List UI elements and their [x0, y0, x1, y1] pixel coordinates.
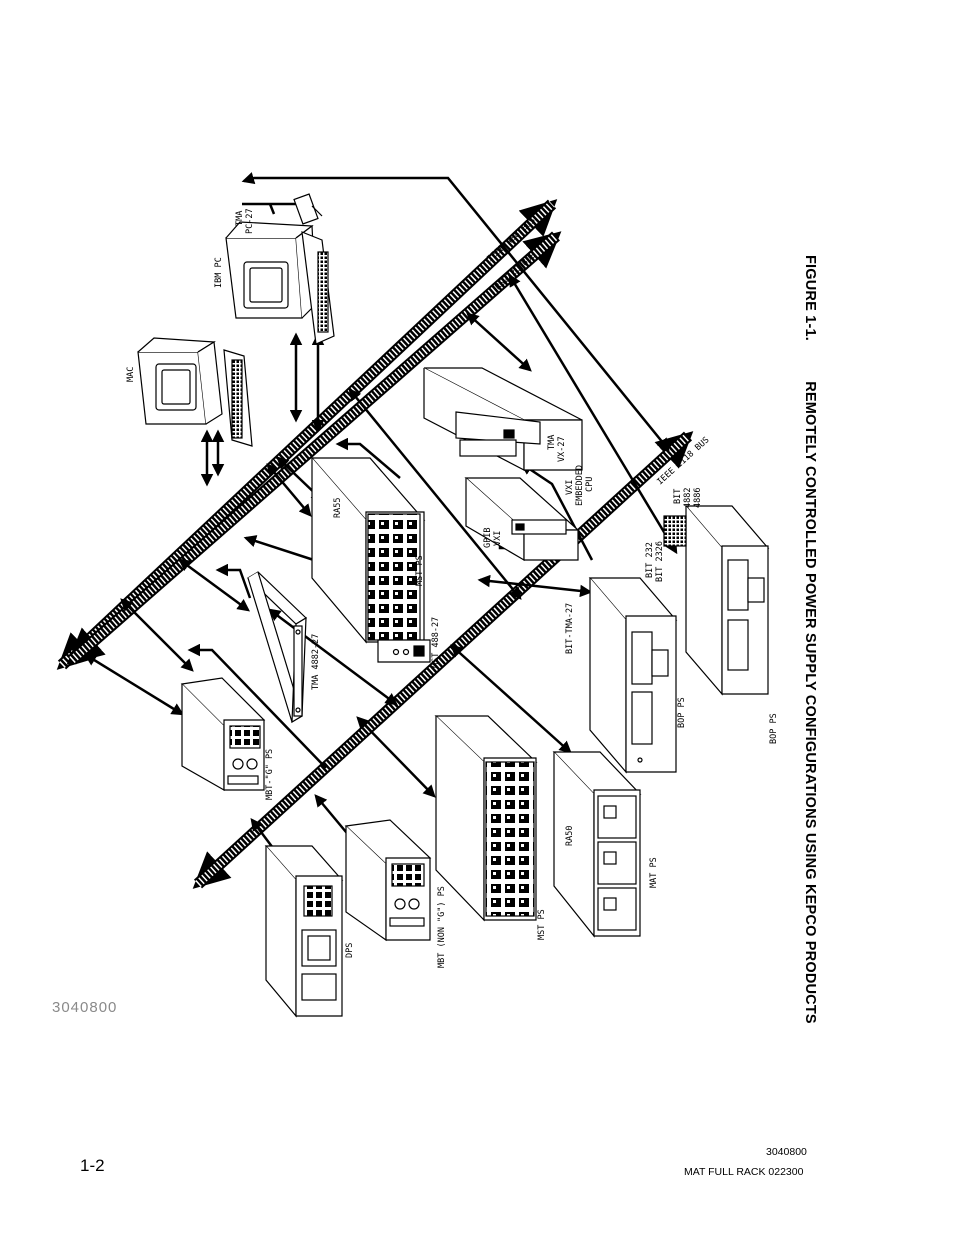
mat-ps-label: MAT PS: [649, 857, 659, 888]
tma-4882-card: [247, 571, 307, 724]
mst-ps-upper-label: MST PS: [415, 555, 425, 586]
mbt-g-label: MBT-"G" PS: [265, 749, 275, 800]
tma-pc27-label-2: PC-27: [245, 208, 255, 234]
bit-4882-label-2: 4882: [683, 488, 693, 508]
mac-computer: [137, 337, 253, 447]
ibm-pc-label: IBM PC: [214, 257, 224, 288]
bit-232-label-1: BIT 232: [645, 542, 655, 578]
ra55-label: RA55: [333, 498, 343, 518]
bit-4882-label-1: BIT: [673, 489, 683, 504]
gpib-vxi-label-2: VXI: [493, 531, 503, 546]
vxi-mainframe: [423, 367, 583, 562]
vxi-cpu-label-3: CPU: [585, 477, 595, 492]
mac-label: MAC: [126, 367, 136, 382]
dps-supply: [264, 845, 344, 1018]
tma-vx27-label-2: VX-27: [557, 436, 567, 462]
vxi-cpu-label-1: VXI: [565, 480, 575, 495]
connection-lines: [83, 172, 678, 862]
mbt-g-ps: [180, 677, 266, 792]
bit-4882-label-3: 4886: [693, 488, 703, 508]
ibm-pc: [225, 193, 335, 345]
figure-caption: FIGURE 1-1. REMOTELY CONTROLLED POWER SU…: [802, 255, 818, 1024]
mst-ps-lower-label: MST PS: [537, 909, 547, 940]
ra50-rack: [552, 751, 642, 938]
tma-4882-label: TMA 4882-27: [311, 634, 321, 690]
page-number: 1-2: [80, 1156, 105, 1175]
bit-232-label-2: BIT 2326: [655, 541, 665, 582]
bit-tma-label: BIT-TMA-27: [565, 603, 575, 654]
figure-title: REMOTELY CONTROLLED POWER SUPPLY CONFIGU…: [802, 381, 818, 1024]
doc-number: 3040800: [766, 1146, 807, 1158]
ra55-rack: [310, 457, 431, 663]
tma-vx27-label-1: TMA: [547, 435, 557, 450]
ra50-label: RA50: [565, 826, 575, 846]
drawing-number: 3040800: [52, 999, 117, 1016]
mbt-non-g-label: MBT (NON "G") PS: [437, 886, 447, 968]
gpib-vxi-label-1: GPIB: [483, 528, 493, 548]
figure-number: FIGURE 1-1.: [802, 255, 818, 341]
bop-ps-1-label: BOP PS: [677, 697, 687, 728]
mbt-non-g-ps: [344, 819, 432, 942]
bop-ps-upper: [588, 577, 678, 774]
mst-488-label: MST 488-27: [431, 617, 441, 668]
vxi-cpu-label-2: EMBEDDED: [575, 465, 585, 506]
bop-ps-lower: [663, 505, 770, 696]
mst-ps-rack: [434, 715, 538, 922]
dps-label: DPS: [345, 943, 355, 958]
doc-title: MAT FULL RACK 022300: [684, 1166, 804, 1178]
bop-ps-2-label: BOP PS: [769, 713, 779, 744]
tma-pc27-label-1: TMA: [235, 211, 245, 226]
